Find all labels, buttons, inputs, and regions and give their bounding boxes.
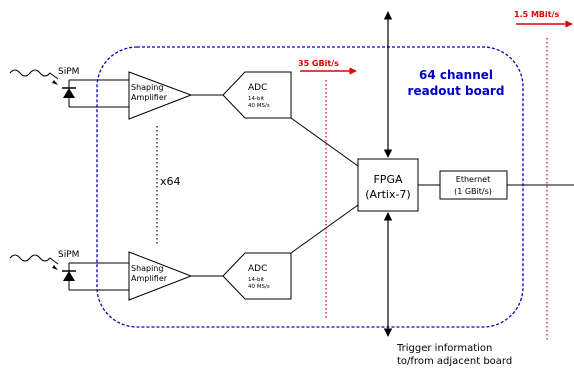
board-title-line2: readout board: [408, 84, 505, 98]
fpga-model: (Artix-7): [365, 188, 410, 201]
channel-top: SiPM Shaping Amplifier ADC 14-bit 40 MS/…: [9, 67, 359, 167]
sipm-label: SiPM: [58, 250, 79, 260]
amp-label-line2: Amplifier: [131, 93, 168, 102]
light-wave-icon: [9, 69, 59, 80]
internal-rate-label: 35 GBit/s: [298, 59, 339, 68]
ethernet-block: [439, 170, 508, 200]
ethernet-speed: (1 GBit/s): [454, 187, 492, 196]
sipm-diode-icon: [62, 263, 76, 290]
trigger-label-line1: Trigger information: [396, 343, 492, 354]
amp-label-line1: Shaping: [131, 264, 164, 273]
fpga-block: [357, 158, 419, 212]
trigger-label-line2: to/from adjacent board: [397, 356, 512, 367]
channel-bottom: SiPM Shaping Amplifier ADC 14-bit 40 MS/…: [9, 204, 359, 301]
board-title-line1: 64 channel: [419, 68, 493, 82]
adc-label: ADC: [248, 264, 267, 274]
adc-spec-bits: 14-bit: [248, 277, 265, 283]
light-wave-icon: [9, 254, 59, 265]
external-rate-label: 1.5 MBit/s: [514, 10, 560, 19]
fpga-label: FPGA: [373, 173, 402, 186]
adc-spec-bits: 14-bit: [248, 96, 265, 102]
shaping-amplifier: [128, 251, 193, 301]
sipm-diode-icon: [62, 80, 76, 107]
adc-block: [222, 252, 292, 300]
adc-spec-rate: 40 MS/s: [248, 284, 270, 290]
sipm-label: SiPM: [58, 67, 79, 77]
shaping-amplifier: [128, 71, 193, 120]
ethernet-label: Ethernet: [456, 175, 490, 184]
adc-block: [222, 71, 292, 119]
adc-label: ADC: [248, 83, 267, 93]
amp-label-line2: Amplifier: [131, 274, 168, 283]
amp-label-line1: Shaping: [131, 83, 164, 92]
adc-spec-rate: 40 MS/s: [248, 103, 270, 109]
channel-multiplier: x64: [160, 175, 181, 188]
board-outline: [96, 46, 524, 328]
